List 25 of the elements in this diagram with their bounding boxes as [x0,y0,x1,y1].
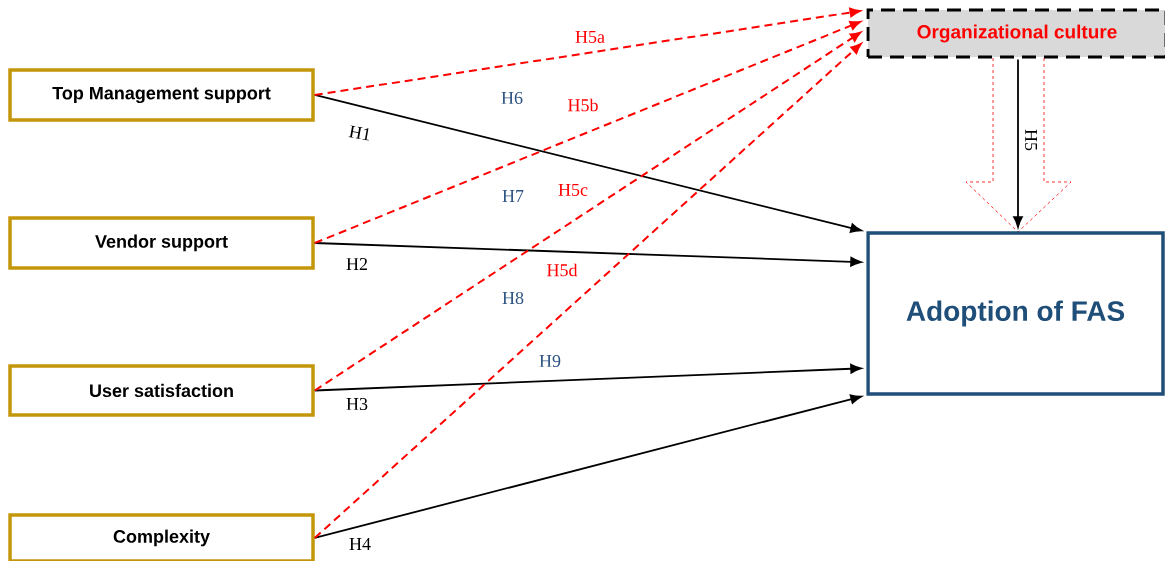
edge-label: H1 [347,124,374,142]
arrow [313,242,862,267]
factor-box: Top Management support [8,68,315,122]
edge-label: H5a [574,30,606,44]
edge-label: H3 [345,396,369,412]
hypothesis-label: H8 [501,290,525,306]
edge-label: H5c [557,183,589,197]
edge-label: H4 [348,537,372,551]
arrow [313,43,862,539]
arrow [1013,58,1023,228]
moderator-box: Organizational culture [866,8,1165,59]
arrow [313,31,862,392]
factor-box: User satisfaction [8,364,315,417]
factor-box: Complexity [8,513,315,561]
edge-label: H5b [566,97,600,113]
arrow [313,20,861,244]
hypothesis-label: H7 [501,189,525,203]
factor-box: Vendor support [8,216,315,270]
hypothesis-label: H6 [500,90,524,106]
arrow [313,7,861,96]
edge-label: H5 [1024,128,1038,152]
edge-label: H2 [345,257,369,271]
edge-label: H5d [545,262,579,278]
hypothesis-label: H9 [538,353,562,369]
outcome-box: Adoption of FAS [866,231,1165,396]
